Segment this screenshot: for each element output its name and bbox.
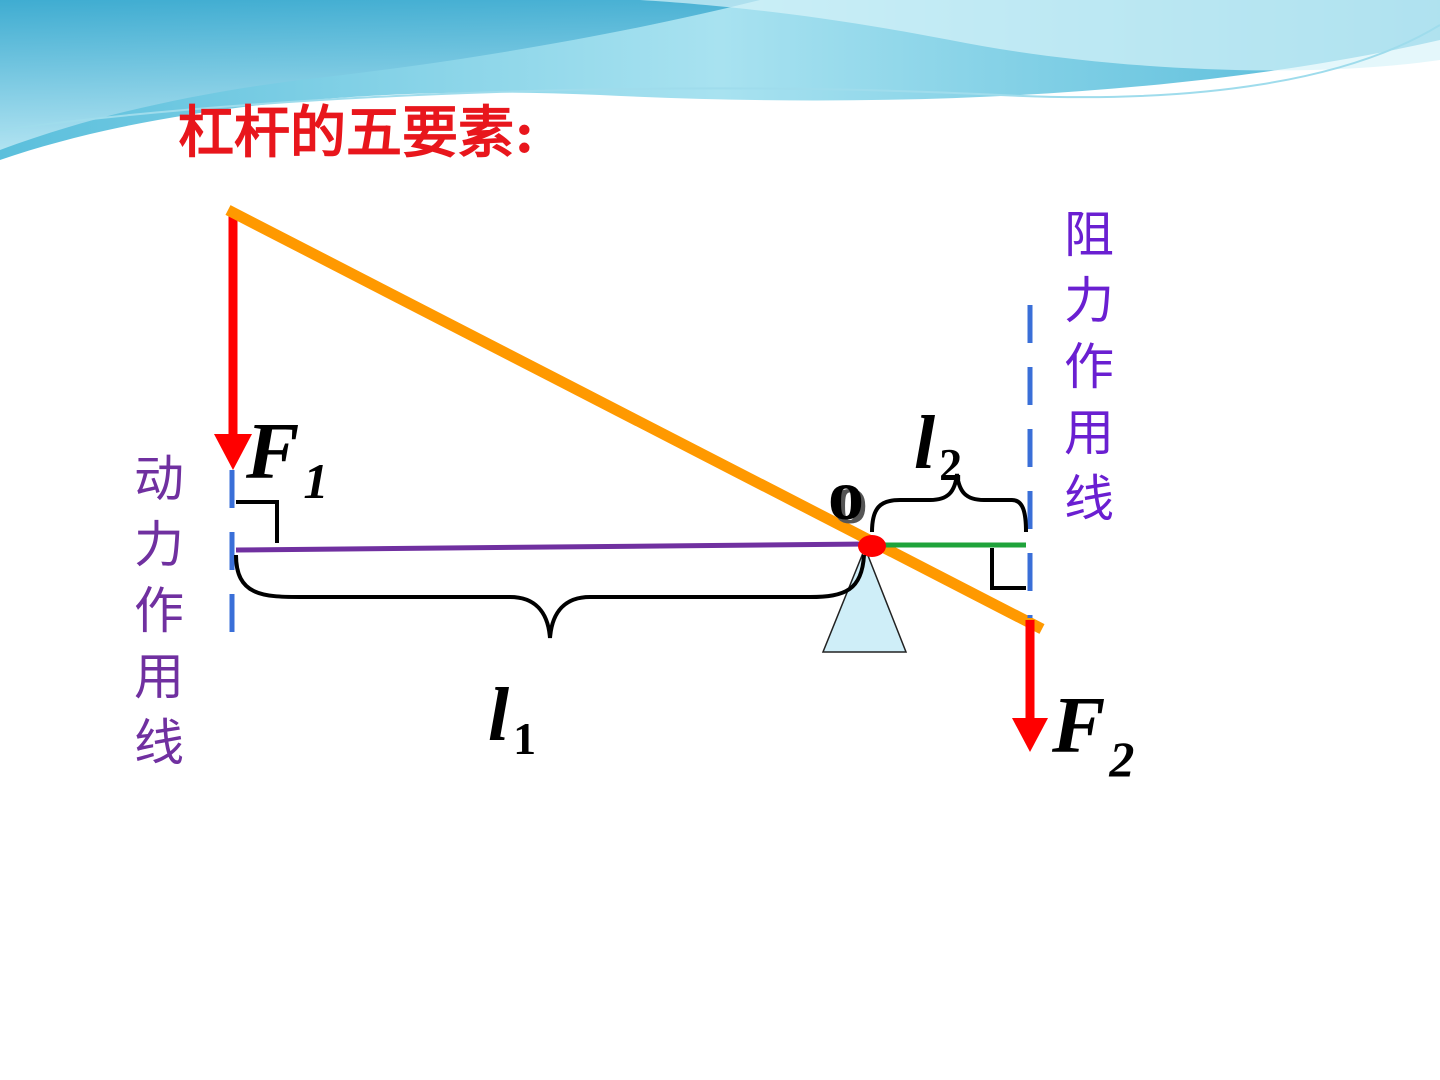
effort-force-symbol: F bbox=[245, 408, 299, 496]
effort-force-label: F1 bbox=[245, 408, 328, 509]
resistance-arm-symbol: l bbox=[914, 401, 935, 485]
resistance-force-arrow bbox=[1012, 620, 1048, 752]
effort-line-label: 动 力 作 用 线 bbox=[134, 450, 184, 772]
resistance-force-label: F2 bbox=[1051, 682, 1134, 787]
header-wave-highlight bbox=[640, 0, 1440, 71]
resistance-arm-label: l2 bbox=[914, 401, 962, 490]
header-wave-front bbox=[0, 0, 760, 150]
fulcrum-label-front: o bbox=[828, 455, 864, 535]
effort-right-angle-mark bbox=[236, 500, 279, 543]
resistance-line-label-char-5: 线 bbox=[1064, 470, 1114, 528]
effort-line-label-char-4: 用 bbox=[134, 648, 184, 706]
header-wave-line bbox=[0, 24, 1440, 131]
resistance-line-label-char-3: 作 bbox=[1064, 338, 1114, 396]
header-wave-decoration bbox=[0, 0, 1440, 160]
resistance-force-symbol: F bbox=[1051, 682, 1105, 770]
effort-line-label-char-5: 线 bbox=[134, 714, 184, 772]
slide-title: 杠杆的五要素: bbox=[178, 100, 535, 166]
resistance-arm-subscript: 2 bbox=[939, 439, 962, 490]
resistance-line-label-char-2: 力 bbox=[1064, 272, 1114, 330]
resistance-force-subscript: 2 bbox=[1108, 731, 1134, 787]
resistance-line-label: 阻 力 作 用 线 bbox=[1064, 206, 1114, 528]
resistance-line-label-char-1: 阻 bbox=[1064, 206, 1114, 264]
fulcrum-point bbox=[858, 535, 886, 557]
effort-arm-label: l1 bbox=[488, 673, 536, 764]
resistance-arm-brace bbox=[870, 473, 1028, 533]
effort-force-arrow bbox=[214, 212, 252, 470]
effort-line-label-char-3: 作 bbox=[134, 582, 184, 640]
resistance-line-label-char-4: 用 bbox=[1064, 404, 1114, 462]
fulcrum-support bbox=[821, 545, 908, 653]
effort-line-label-char-2: 力 bbox=[134, 516, 184, 574]
fulcrum-label: o bbox=[832, 459, 868, 539]
effort-arm-brace bbox=[234, 554, 866, 639]
resistance-right-angle-mark bbox=[990, 548, 1026, 590]
effort-line-label-char-1: 动 bbox=[134, 450, 184, 508]
effort-arm-symbol: l bbox=[488, 673, 509, 757]
effort-arm-subscript: 1 bbox=[513, 713, 536, 764]
effort-arm-line bbox=[235, 541, 869, 553]
lever-bar bbox=[225, 205, 1045, 634]
effort-force-subscript: 1 bbox=[303, 453, 328, 509]
